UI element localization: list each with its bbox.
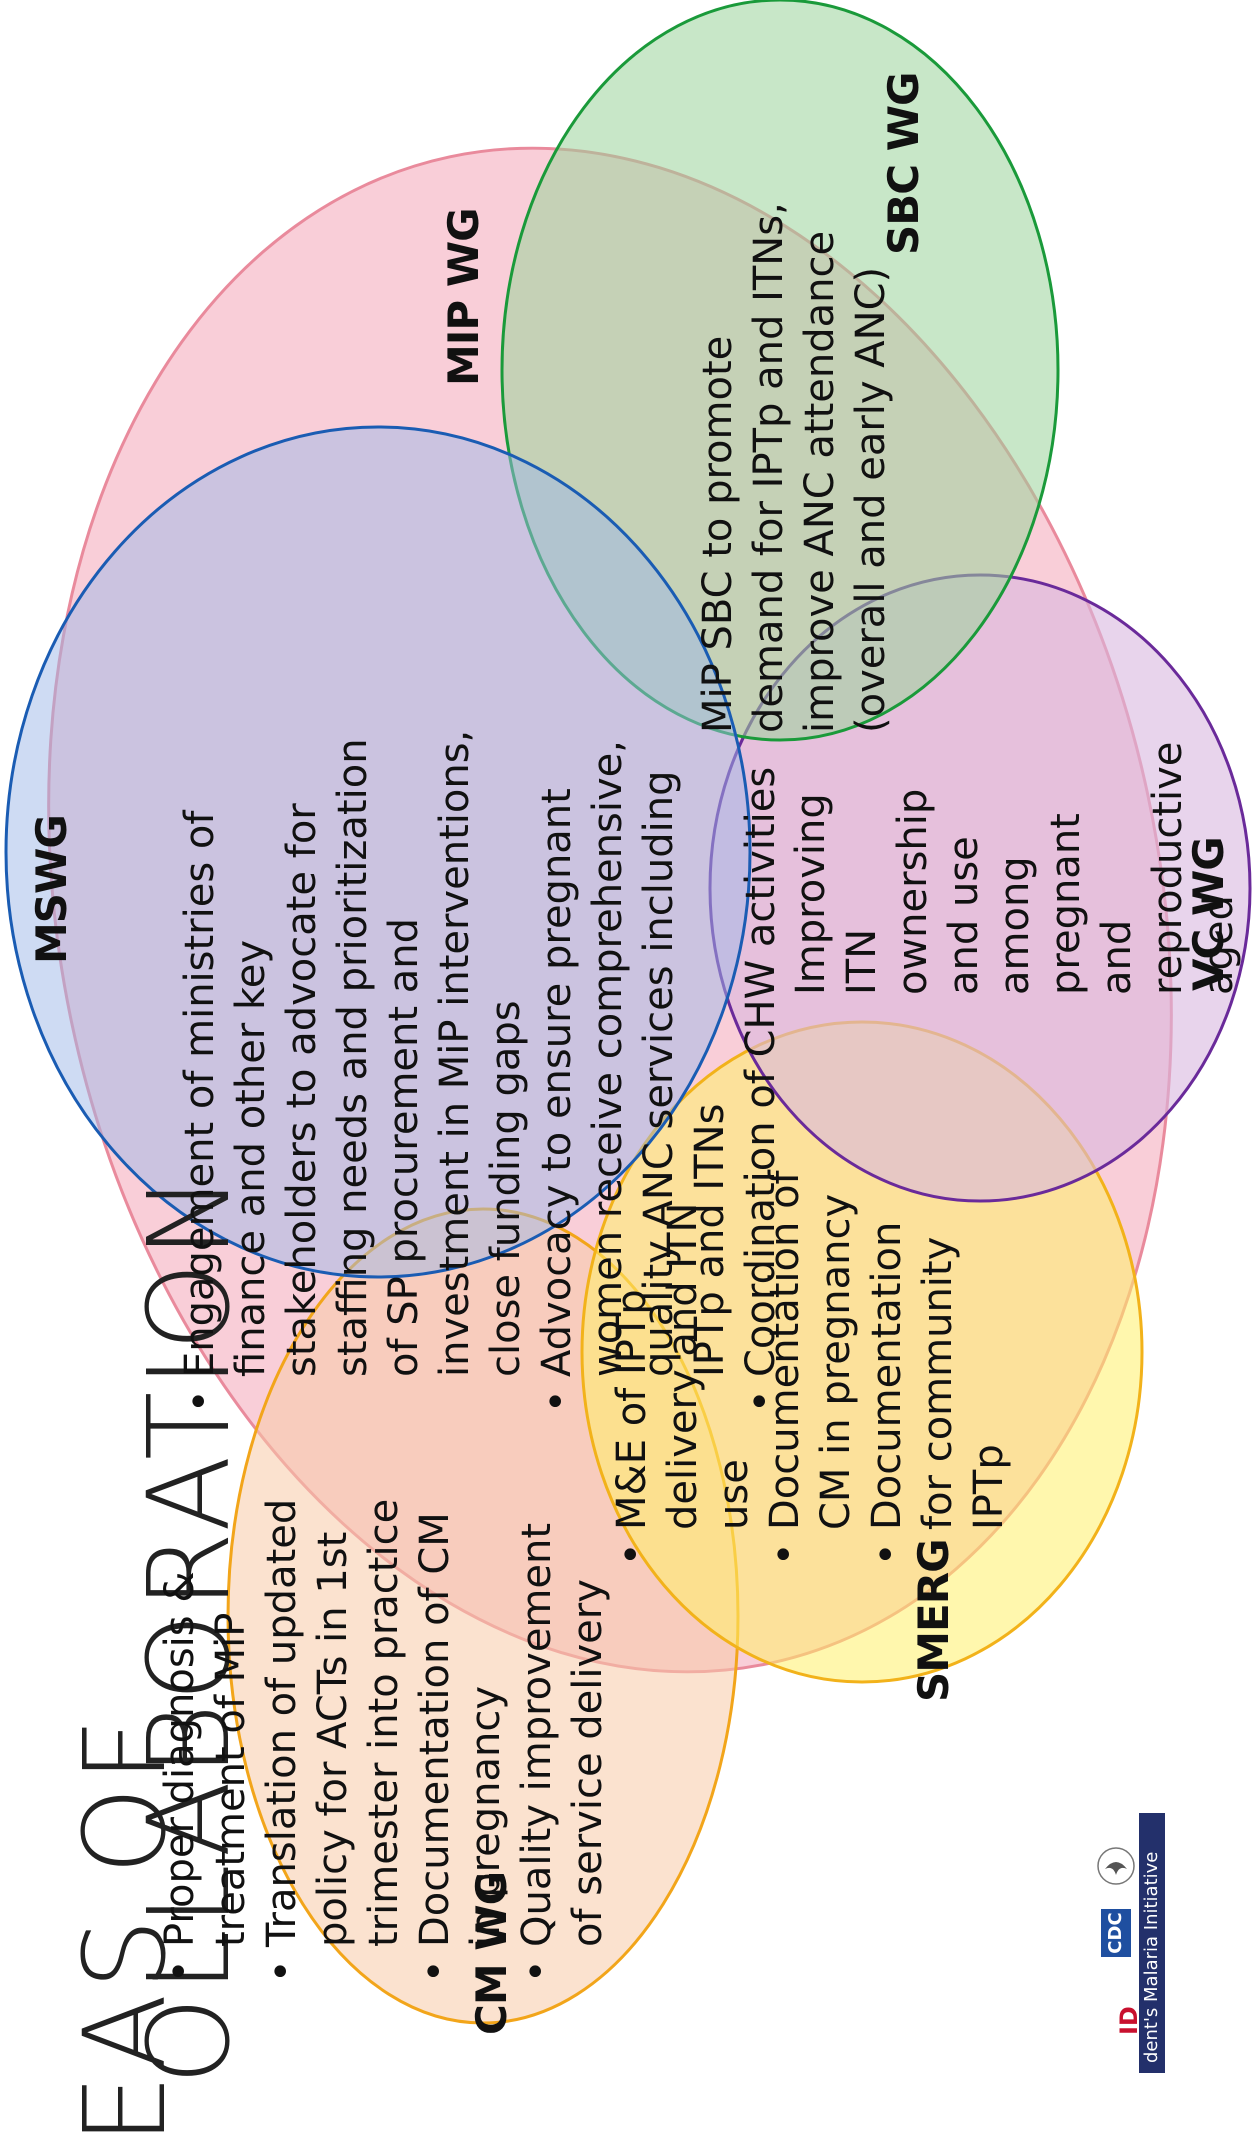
cm-item-1: Proper diagnosis & treatment of MiP <box>155 1485 257 1985</box>
smerg-text: M&E of IPTp delivery and ITN use Documen… <box>607 1158 1012 1568</box>
smerg-item-3: Documentation for community IPTp <box>862 1158 1015 1568</box>
mip-wg-label: MIP WG <box>439 208 488 386</box>
sbc-text: MiP SBC to promote demand for IPTp and I… <box>695 202 894 733</box>
cm-item-2: Translation of updated policy for ACTs i… <box>257 1485 410 1985</box>
hhs-eagle-icon <box>1097 1847 1135 1885</box>
cm-item-3: Documentation of CM in pregnancy <box>410 1485 512 1985</box>
vc-text: Improving ITN ownership and use among pr… <box>788 741 1255 995</box>
mswg-label: MSWG <box>27 815 76 964</box>
cm-item-4: Quality improvement of service delivery <box>512 1485 614 1985</box>
usaid-logo-text: ID <box>1115 2006 1143 2035</box>
smerg-item-1: M&E of IPTp delivery and ITN use <box>607 1158 760 1568</box>
cm-text: Proper diagnosis & treatment of MiP Tran… <box>155 1485 615 1985</box>
mswg-item-1: Engagement of ministries of finance and … <box>175 715 532 1415</box>
cdc-logo-text: CDC <box>1105 1912 1126 1954</box>
cdc-logo: CDC <box>1101 1909 1131 1957</box>
smerg-item-2: Documentation of CM in pregnancy <box>760 1158 862 1568</box>
usaid-logo-partial: ID <box>1115 1995 1145 2035</box>
